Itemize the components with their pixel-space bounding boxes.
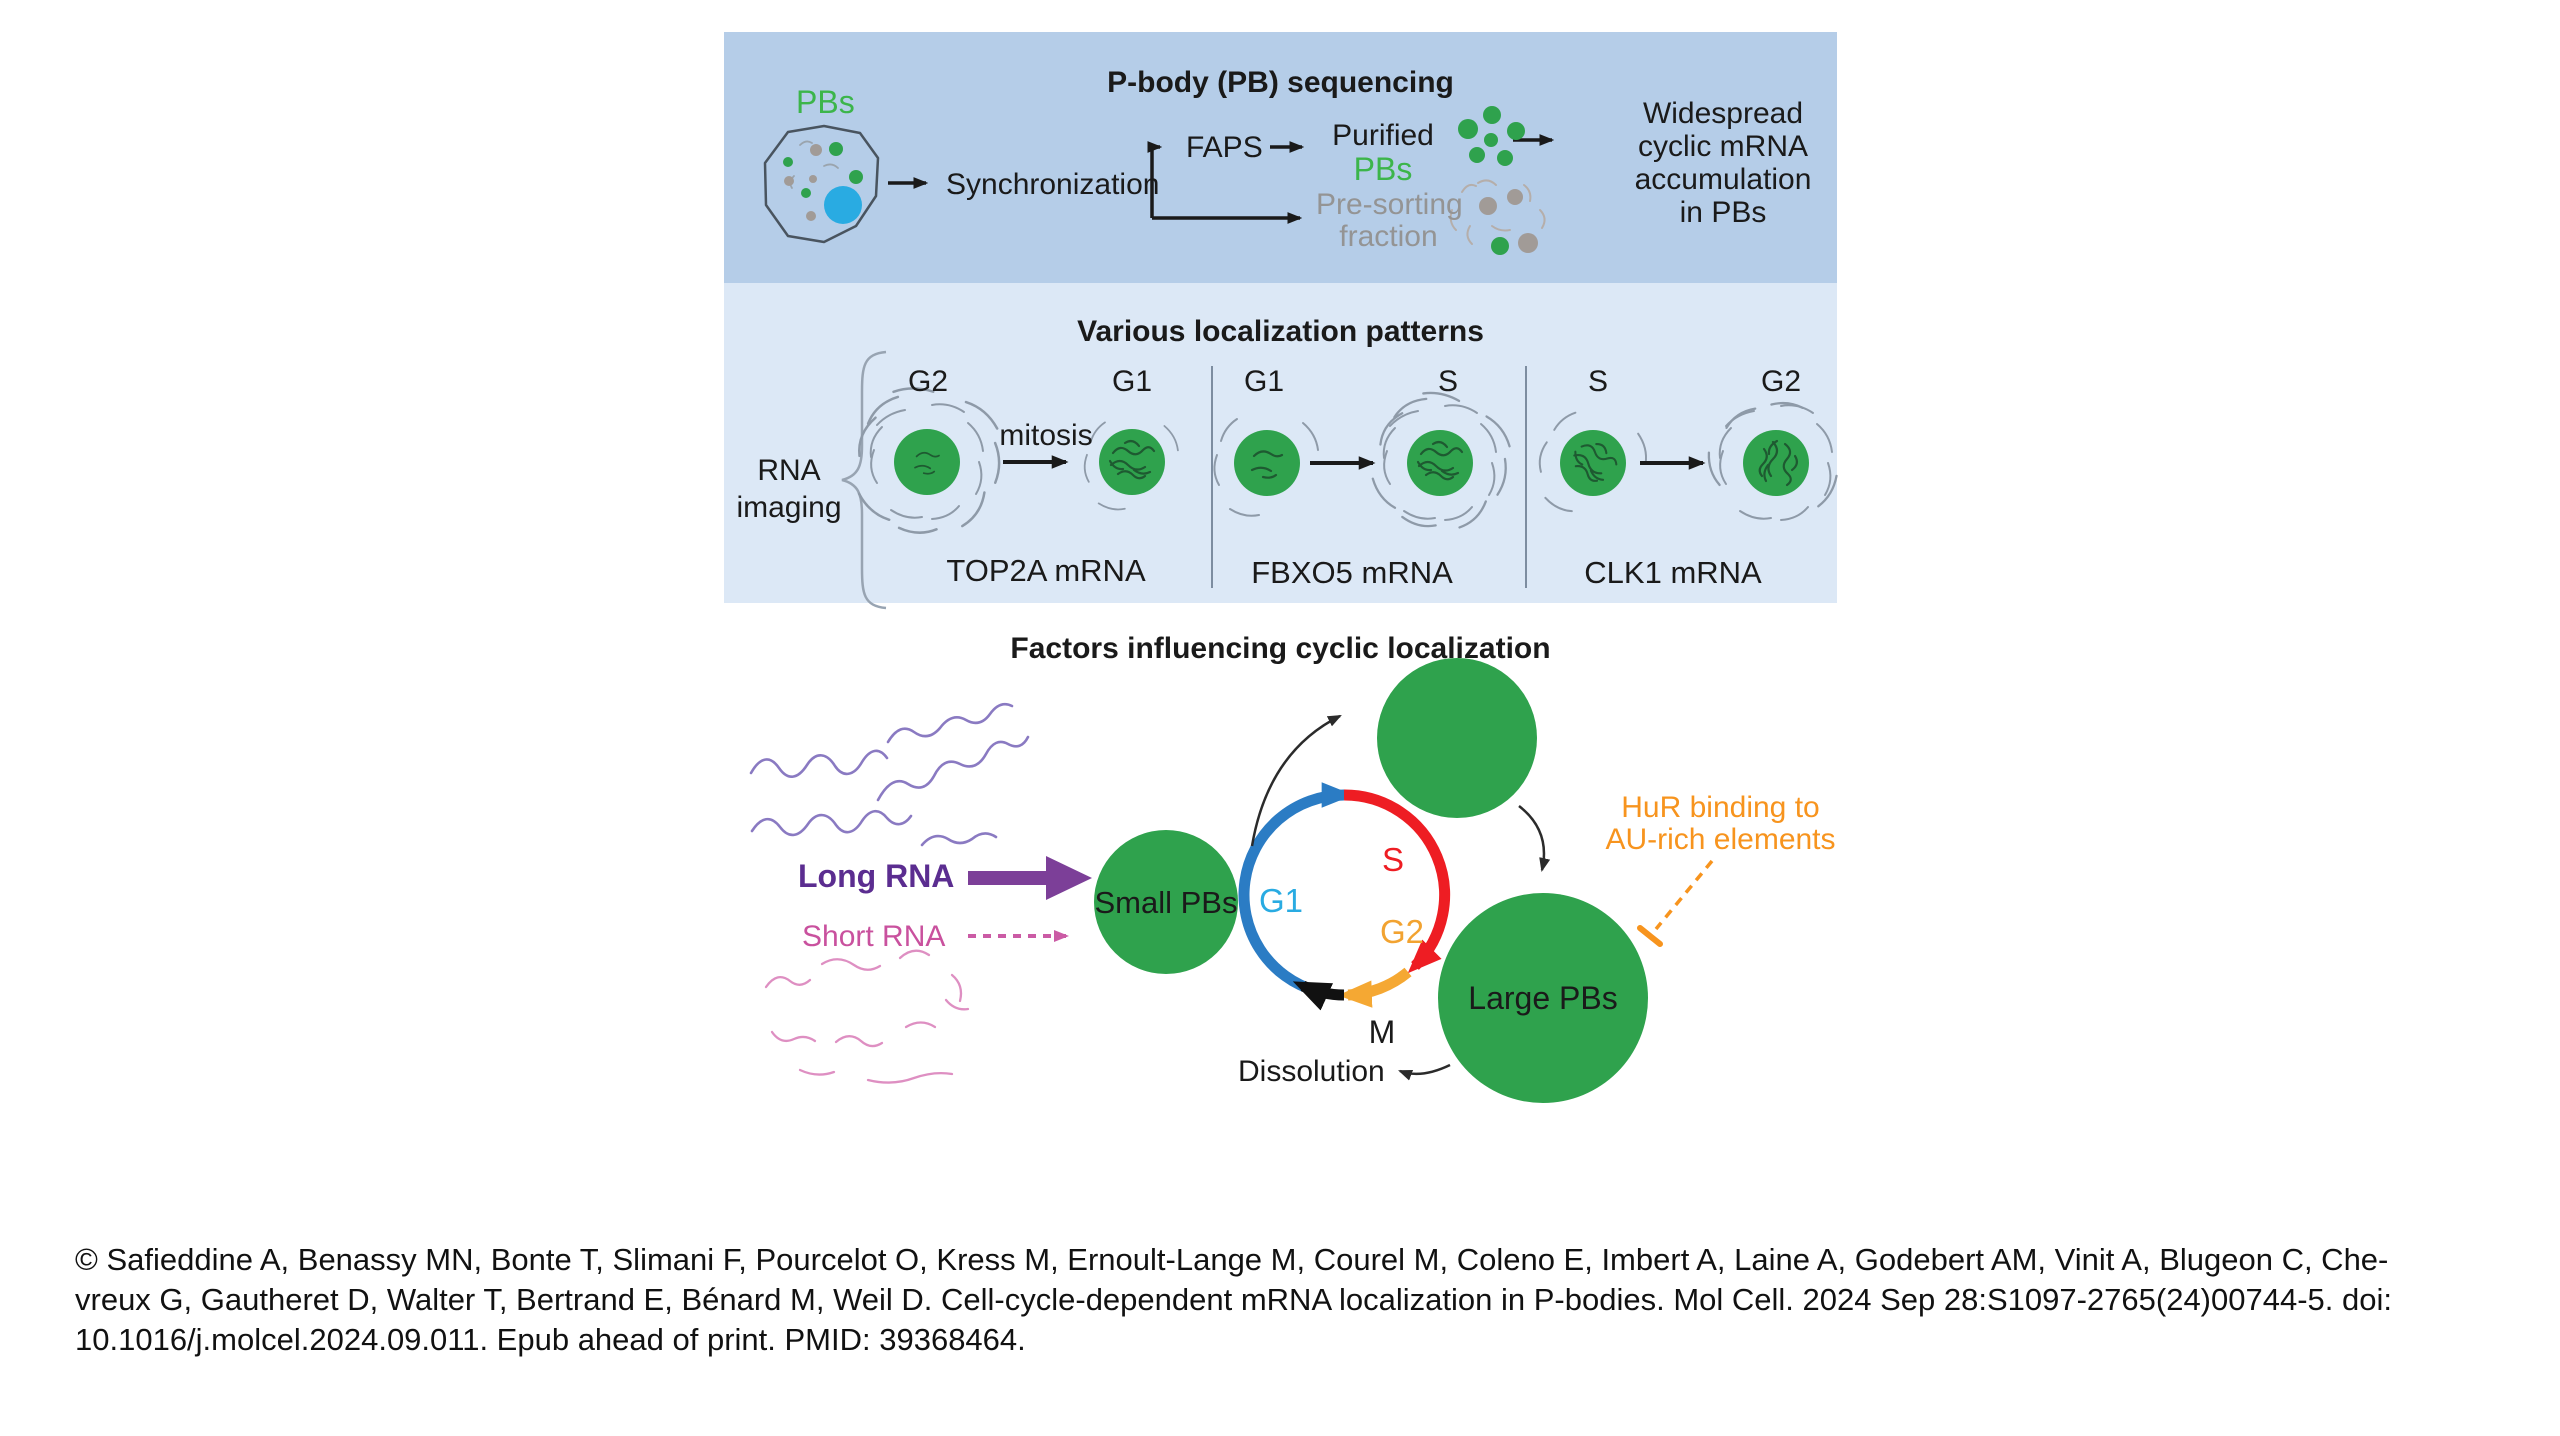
faps-label: FAPS [1186,131,1263,164]
cycle-g1-label: G1 [1258,882,1304,919]
gene-label-fbxo5: FBXO5 mRNA [1251,555,1453,590]
smallpb-growth-arrow-icon [1250,714,1342,847]
cell-g1-top2a-icon [1083,421,1179,511]
cell-s-fbxo5-icon [1347,369,1534,556]
s-arc-icon [1343,789,1451,974]
long-rna-label: Long RNA [798,858,955,894]
cell-cycle-ring-icon [1238,782,1451,1011]
synchronization-label: Synchronization [946,168,1160,201]
citation-line2: vreux G, Gautheret D, Walter T, Bertrand… [75,1282,2392,1317]
cell-g2-top2a-icon [830,364,1024,560]
phase-label-col2-from: G1 [1243,365,1285,398]
gene-label-clk1: CLK1 mRNA [1584,555,1762,590]
rna-imaging-line2: imaging [736,491,842,524]
growth-to-largepb-arrow-icon [1518,805,1551,873]
phase-label-col2-to: S [1437,365,1458,398]
panel3-title: Factors influencing cyclic localization [1010,632,1551,665]
presorting-label-line1: Pre-sorting [1316,188,1463,221]
branch-arrow-faps-icon [1147,141,1163,218]
panel2-title: Various localization patterns [1077,315,1484,348]
pb-sequencing-panel [724,32,1837,283]
long-rna-arrow-icon [968,856,1092,900]
cell-s-clk1-icon [1527,405,1655,529]
result-line2: cyclic mRNA [1638,130,1808,163]
mitosis-label: mitosis [999,419,1093,452]
purified-label: Purified [1332,119,1434,152]
result-line3: accumulation [1634,163,1812,196]
panel1-arrows [888,134,1555,224]
presorting-label-line2: fraction [1339,220,1438,253]
phase-label-col3-from: S [1587,365,1608,398]
large-pbs-circle-icon [1438,893,1648,1103]
panel2-arrows [1003,455,1706,470]
phase-label-col1-to: G1 [1111,365,1153,398]
cycle-m-label: M [1368,1014,1396,1050]
m-arc-icon [1292,980,1345,1011]
cell-diagram-icon [763,124,880,244]
g1-arc-icon [1238,782,1354,997]
small-pbs-label: Small PBs [1094,885,1238,920]
panel3-curved-arrows [1250,714,1551,1081]
phase-label-col3-to: G2 [1760,365,1802,398]
small-pbs-circle-icon [1094,830,1238,974]
purified-pbs-dots-icon [1458,106,1525,166]
hur-inhibition-icon [1637,859,1714,947]
purified-pbs-label: PBs [1353,151,1413,187]
result-text: Widespread cyclic mRNA accumulation in P… [1628,97,1818,229]
large-pbs-label: Large PBs [1468,980,1618,1016]
growing-pb-circle-icon [1377,658,1537,818]
cycle-s-label: S [1381,841,1404,878]
hur-label-line2: AU-rich elements [1605,823,1836,856]
cell-g2-clk1-icon [1692,384,1851,546]
hur-label-line1: HuR binding to [1621,791,1820,824]
granule-dots-icon [784,144,822,221]
phase-label-col1-from: G2 [907,365,949,398]
citation-line1: © Safieddine A, Benassy MN, Bonte T, Sli… [75,1242,2389,1277]
panel1-title: P-body (PB) sequencing [1107,66,1454,99]
cell-g1-fbxo5-icon [1213,418,1319,517]
nucleolus-icon [824,186,862,224]
result-line1: Widespread [1642,97,1804,130]
rna-imaging-line1: RNA [757,454,821,487]
long-rna-squiggles-icon [749,702,1030,847]
rna-imaging-brace-icon [841,350,887,610]
cycle-g2-label: G2 [1379,913,1425,950]
rna-imaging-label: RNA imaging [714,452,864,526]
pb-dots-icon [783,142,863,198]
pbs-label: PBs [796,84,855,120]
result-line4: in PBs [1679,196,1767,229]
g2-arc-icon [1337,967,1412,1008]
citation-line3: 10.1016/j.molcel.2024.09.011. Epub ahead… [75,1322,1026,1357]
dissolution-label: Dissolution [1238,1055,1385,1088]
short-rna-squiggles-icon [764,949,970,1084]
gene-label-top2a: TOP2A mRNA [946,553,1146,588]
presorting-cluster-icon [1449,179,1546,255]
dissolution-arrow-icon [1398,1063,1451,1081]
short-rna-label: Short RNA [802,920,946,953]
